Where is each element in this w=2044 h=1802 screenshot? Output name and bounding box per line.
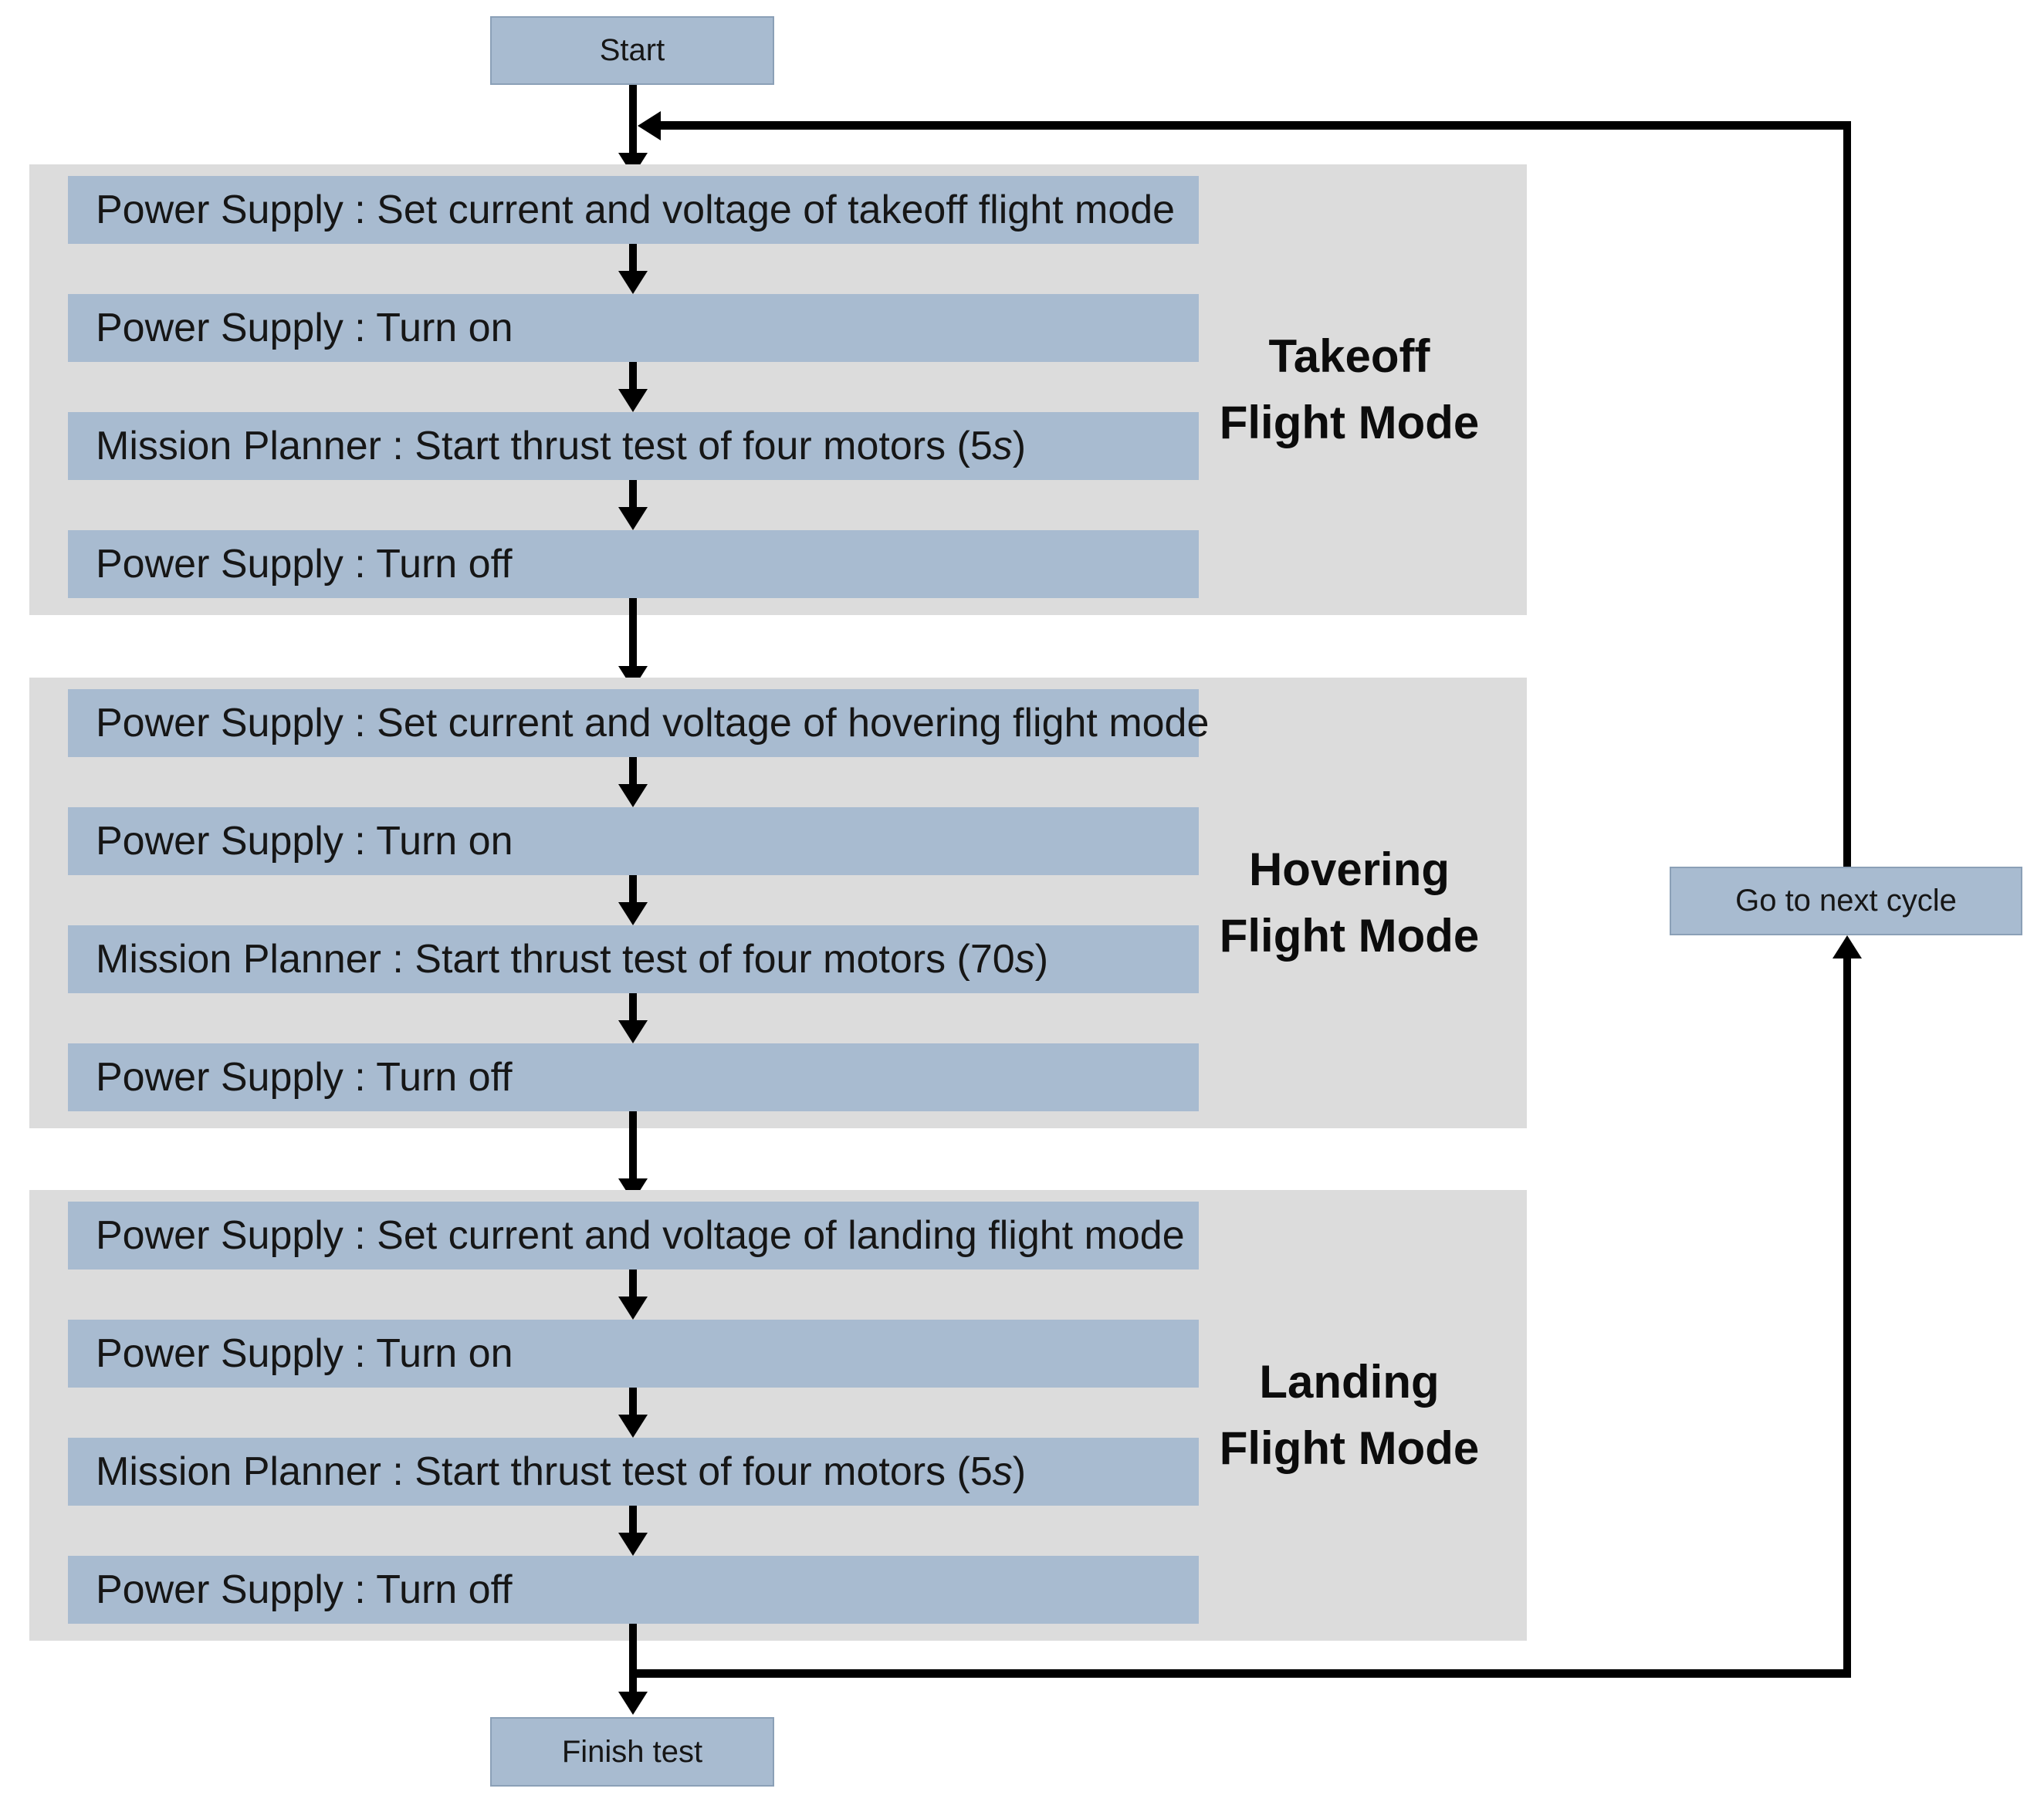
takeoff-step-turn-off: Power Supply : Turn off	[68, 530, 1199, 598]
hovering-flight-mode-group: Power Supply : Set current and voltage o…	[29, 678, 1527, 1128]
arrowhead-down-icon	[618, 507, 648, 530]
landing-step-thrust-test: Mission Planner : Start thrust test of f…	[68, 1438, 1199, 1506]
mode-label-line: Takeoff	[1268, 330, 1430, 382]
start-node: Start	[490, 16, 774, 85]
mode-label-line: Hovering	[1248, 844, 1450, 895]
arrowhead-down-icon	[618, 271, 648, 294]
connector-step	[629, 244, 637, 271]
arrowhead-down-icon	[618, 1297, 648, 1320]
connector-branch-bottom	[633, 1669, 1851, 1678]
mode-label-line: Flight Mode	[1219, 910, 1480, 962]
takeoff-mode-label: Takeoff Flight Mode	[1199, 164, 1500, 615]
connector-hovering-to-landing	[629, 1111, 637, 1178]
connector-step	[629, 875, 637, 902]
go-to-next-cycle-node: Go to next cycle	[1670, 867, 2022, 935]
connector-feedback-right-upper	[1843, 121, 1851, 867]
connector-start-to-takeoff	[629, 85, 637, 153]
arrowhead-up-into-next-cycle	[1832, 935, 1862, 958]
connector-feedback-top	[661, 121, 1851, 130]
landing-step-turn-on: Power Supply : Turn on	[68, 1320, 1199, 1388]
takeoff-step-thrust-test: Mission Planner : Start thrust test of f…	[68, 412, 1199, 480]
arrowhead-down-icon	[618, 784, 648, 807]
connector-landing-to-finish	[629, 1624, 637, 1692]
landing-step-turn-off: Power Supply : Turn off	[68, 1556, 1199, 1624]
mode-label-line: Flight Mode	[1219, 1422, 1480, 1474]
arrowhead-down-icon	[618, 389, 648, 412]
connector-step	[629, 1506, 637, 1533]
hovering-step-set-current-voltage: Power Supply : Set current and voltage o…	[68, 689, 1209, 757]
takeoff-flight-mode-group: Power Supply : Set current and voltage o…	[29, 164, 1527, 615]
connector-feedback-right-lower	[1843, 958, 1851, 1678]
connector-step	[629, 1388, 637, 1415]
hovering-step-turn-on: Power Supply : Turn on	[68, 807, 1199, 875]
arrowhead-down-icon	[618, 902, 648, 925]
arrowhead-down-icon	[618, 1020, 648, 1043]
connector-step	[629, 757, 637, 784]
mode-label-line: Landing	[1259, 1356, 1440, 1408]
finish-test-node: Finish test	[490, 1717, 774, 1787]
takeoff-step-set-current-voltage: Power Supply : Set current and voltage o…	[68, 176, 1199, 244]
arrowhead-left-feedback	[638, 111, 661, 140]
takeoff-step-turn-on: Power Supply : Turn on	[68, 294, 1199, 362]
connector-step	[629, 362, 637, 389]
connector-step	[629, 993, 637, 1020]
connector-takeoff-to-hovering	[629, 598, 637, 666]
hovering-step-turn-off: Power Supply : Turn off	[68, 1043, 1199, 1111]
landing-mode-label: Landing Flight Mode	[1199, 1190, 1500, 1641]
arrowhead-down-icon	[618, 1533, 648, 1556]
arrowhead-down-into-finish	[618, 1692, 648, 1715]
landing-flight-mode-group: Power Supply : Set current and voltage o…	[29, 1190, 1527, 1641]
hovering-step-thrust-test: Mission Planner : Start thrust test of f…	[68, 925, 1199, 993]
connector-step	[629, 1270, 637, 1297]
connector-step	[629, 480, 637, 507]
landing-step-set-current-voltage: Power Supply : Set current and voltage o…	[68, 1202, 1199, 1270]
hovering-mode-label: Hovering Flight Mode	[1199, 678, 1500, 1128]
mode-label-line: Flight Mode	[1219, 397, 1480, 448]
arrowhead-down-icon	[618, 1415, 648, 1438]
